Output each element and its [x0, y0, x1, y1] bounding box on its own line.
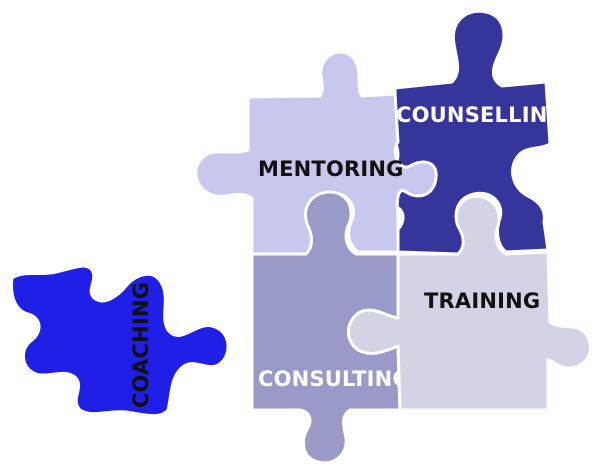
counselling-label: COUNSELLING — [396, 103, 565, 127]
coaching-piece: COACHING — [10, 264, 230, 418]
coaching-shape — [10, 264, 230, 418]
coaching-label: COACHING — [129, 282, 153, 408]
consulting-label: CONSULTING — [258, 367, 410, 391]
training-piece: TRAINING — [347, 194, 592, 412]
training-shape — [347, 194, 592, 412]
training-label: TRAINING — [424, 289, 540, 313]
mentoring-piece: MENTORING — [194, 50, 438, 256]
mentoring-label: MENTORING — [258, 157, 404, 181]
mentoring-shape — [194, 50, 438, 256]
